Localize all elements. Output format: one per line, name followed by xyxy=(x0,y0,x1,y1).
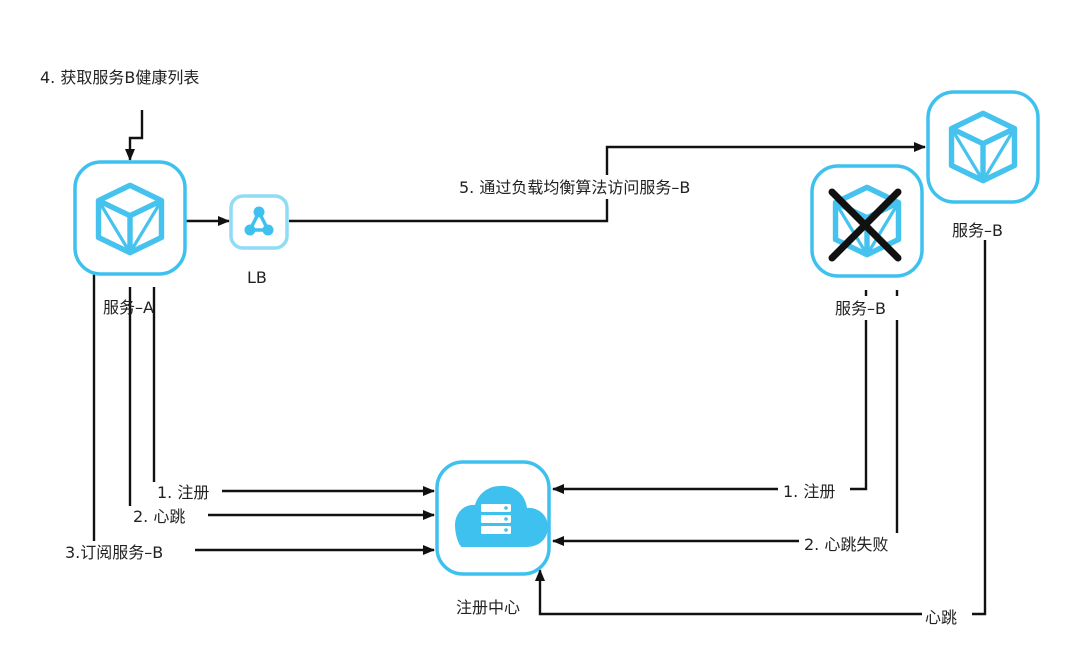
label-service-a: 服务–A xyxy=(103,298,154,317)
edge-label-b-register: 1. 注册 xyxy=(783,482,835,501)
load-balancer-icon xyxy=(244,206,274,236)
cross-icon xyxy=(828,188,902,262)
label-lb: LB xyxy=(247,268,267,287)
edge-a-register xyxy=(152,287,435,496)
node-service-b-healthy[interactable] xyxy=(926,90,1040,204)
label-service-b-healthy: 服务–B xyxy=(952,221,1003,240)
edge-label-a-heartbeat: 2. 心跳 xyxy=(133,507,185,526)
label-service-b-failed: 服务–B xyxy=(835,299,886,318)
edge-step4-health-list xyxy=(125,110,144,161)
edge-label-step5: 5. 通过负载均衡算法访问服务–B xyxy=(459,178,690,197)
node-service-b-failed[interactable] xyxy=(810,164,924,278)
cloud-server-icon xyxy=(455,485,548,547)
edge-a-heartbeat xyxy=(128,287,435,520)
edge-label-step4: 4. 获取服务B健康列表 xyxy=(40,68,199,87)
edge-b-register xyxy=(552,290,868,494)
edge-b-heartbeat-fail xyxy=(552,290,899,546)
edge-label-a-subscribe: 3.订阅服务–B xyxy=(65,543,163,562)
edge-label-a-register: 1. 注册 xyxy=(157,483,209,502)
edge-label-b2-heartbeat: 心跳 xyxy=(925,608,957,627)
node-lb[interactable] xyxy=(229,194,289,250)
node-registry[interactable] xyxy=(435,460,551,576)
node-service-a[interactable] xyxy=(73,160,187,276)
edge-label-b-heartbeat-fail: 2. 心跳失败 xyxy=(804,535,888,554)
label-registry: 注册中心 xyxy=(456,598,520,617)
edge-b2-heartbeat xyxy=(535,240,987,616)
